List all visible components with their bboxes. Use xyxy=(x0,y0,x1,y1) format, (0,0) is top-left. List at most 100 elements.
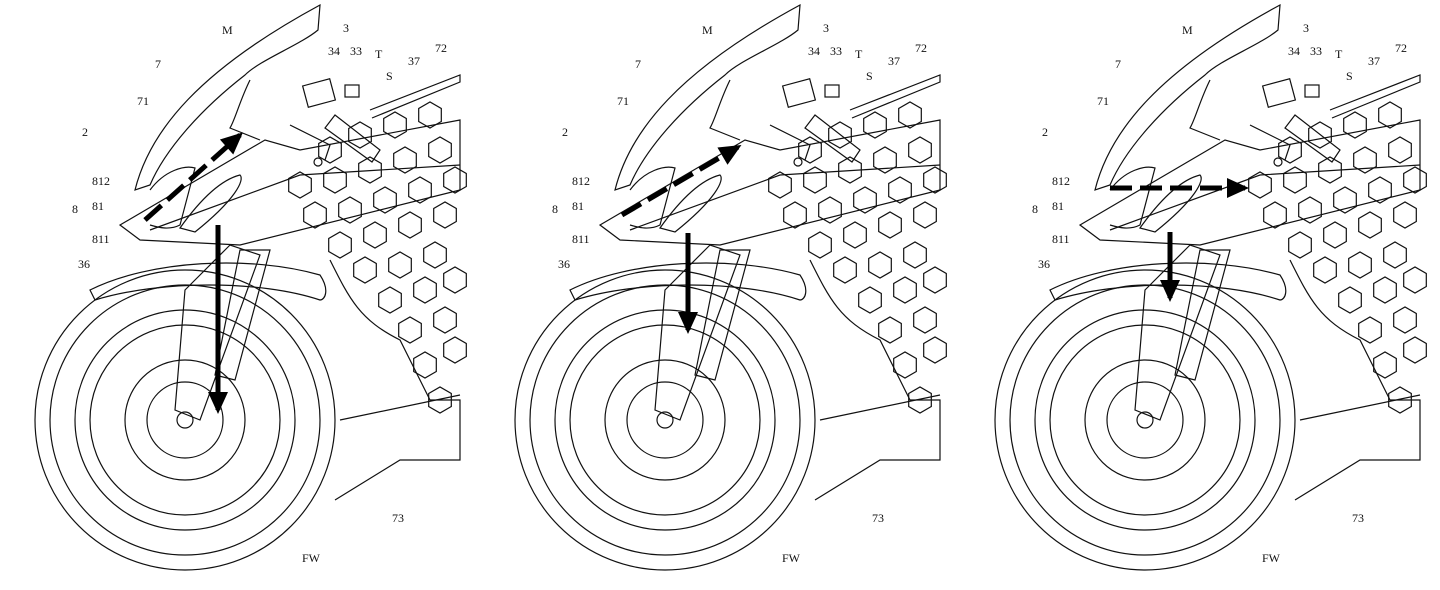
hex-vent-pattern xyxy=(288,101,467,414)
winglet-81 xyxy=(629,166,676,229)
label-81: 81 xyxy=(1052,199,1064,213)
airflow-arrows xyxy=(620,144,742,334)
fender-36 xyxy=(89,262,327,301)
hex-vent xyxy=(1323,221,1347,249)
hex-vent xyxy=(1308,121,1332,149)
airflow-arrow-head xyxy=(219,132,243,155)
mount-dot xyxy=(793,157,803,167)
airflow-arrow-head xyxy=(1227,178,1249,198)
hex-vent xyxy=(888,176,912,204)
hex-vent xyxy=(443,266,467,294)
label-72: 72 xyxy=(435,41,447,55)
grip-37 xyxy=(804,114,861,163)
rim-inner xyxy=(89,324,281,516)
hex-vent xyxy=(398,316,422,344)
master-cylinder-34 xyxy=(1261,78,1297,108)
label-33: 33 xyxy=(1310,44,1322,58)
fairing-line xyxy=(149,164,461,231)
hex-vent xyxy=(443,336,467,364)
hex-vent xyxy=(318,136,342,164)
rim-outer xyxy=(554,309,776,531)
fork-left xyxy=(654,244,741,421)
hub xyxy=(626,381,704,459)
hex-vent xyxy=(1338,286,1362,314)
hex-vent xyxy=(1388,386,1412,414)
hub xyxy=(146,381,224,459)
hex-vent xyxy=(413,276,437,304)
label-71: 71 xyxy=(1097,94,1109,108)
hex-vent xyxy=(768,171,792,199)
hex-vent xyxy=(1393,201,1417,229)
hex-vent xyxy=(1348,251,1372,279)
hex-vent xyxy=(923,266,947,294)
axle xyxy=(176,411,194,429)
label-73: 73 xyxy=(872,511,884,525)
hex-vent xyxy=(1403,266,1427,294)
hex-vent xyxy=(1373,351,1397,379)
hex-vent xyxy=(868,251,892,279)
motorcycle-front-drawing xyxy=(34,3,467,571)
label-2: 2 xyxy=(82,125,88,139)
hex-vent xyxy=(348,121,372,149)
mirror-M xyxy=(1189,79,1221,141)
hex-vent xyxy=(1378,101,1402,129)
airflow-arrow-head xyxy=(678,312,698,334)
rim-outer xyxy=(74,309,296,531)
tire-inner xyxy=(529,284,801,556)
reservoir-33 xyxy=(1304,84,1320,98)
label-M: M xyxy=(222,23,233,37)
label-FW: FW xyxy=(302,551,320,565)
fork-left xyxy=(174,244,261,421)
label-37: 37 xyxy=(1368,54,1380,68)
upper-fairing xyxy=(1078,119,1421,246)
fender-36 xyxy=(1049,262,1287,301)
hex-vent xyxy=(893,276,917,304)
hex-vent xyxy=(1248,171,1272,199)
grip-37 xyxy=(1284,114,1341,163)
airflow-arrows xyxy=(143,132,243,414)
label-36: 36 xyxy=(1038,257,1050,271)
hex-vent xyxy=(1313,256,1337,284)
master-cylinder-34 xyxy=(301,78,337,108)
hex-vent xyxy=(903,241,927,269)
hex-vent xyxy=(378,286,402,314)
label-T: T xyxy=(375,47,383,61)
hex-vent xyxy=(1383,241,1407,269)
fairing-line xyxy=(629,164,941,231)
hex-vent xyxy=(288,171,312,199)
hex-vent xyxy=(328,231,352,259)
hex-vent xyxy=(858,286,882,314)
hex-vent xyxy=(358,156,382,184)
hex-vent xyxy=(1373,276,1397,304)
hex-vent xyxy=(923,166,947,194)
label-812: 812 xyxy=(1052,174,1070,188)
label-T: T xyxy=(1335,47,1343,61)
hex-vent xyxy=(908,386,932,414)
label-3: 3 xyxy=(343,21,349,35)
hex-vent xyxy=(1353,146,1377,174)
label-72: 72 xyxy=(1395,41,1407,55)
hex-vent xyxy=(1343,111,1367,139)
hex-vent xyxy=(1333,186,1357,214)
hex-vent xyxy=(1318,156,1342,184)
cowl-72 xyxy=(1329,74,1421,119)
label-812: 812 xyxy=(572,174,590,188)
hex-vent xyxy=(878,211,902,239)
label-8: 8 xyxy=(1032,202,1038,216)
side-panel xyxy=(339,394,461,421)
label-811: 811 xyxy=(92,232,110,246)
hex-vent xyxy=(433,201,457,229)
hex-vent xyxy=(398,211,422,239)
label-34: 34 xyxy=(808,44,820,58)
hex-vent-pattern xyxy=(768,101,947,414)
winglet-duct xyxy=(659,174,722,233)
hex-vent xyxy=(893,351,917,379)
hex-vent xyxy=(1358,316,1382,344)
label-T: T xyxy=(855,47,863,61)
label-73: 73 xyxy=(392,511,404,525)
lower-fairing-73 xyxy=(1289,259,1421,501)
hex-vent xyxy=(908,136,932,164)
hex-vent xyxy=(798,136,822,164)
rim-outer xyxy=(1034,309,1256,531)
hex-vent xyxy=(828,121,852,149)
